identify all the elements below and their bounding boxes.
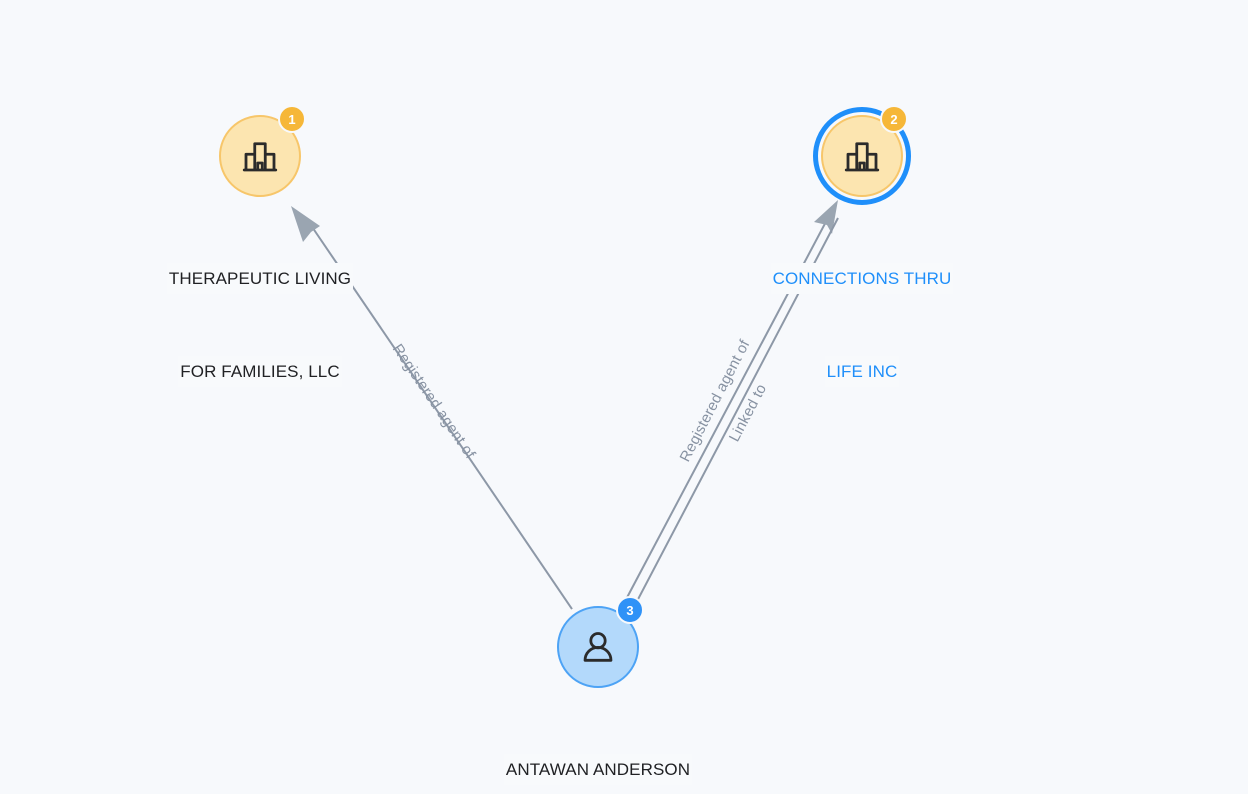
node-label-line: CONNECTIONS THRU bbox=[770, 263, 954, 294]
node-label-line: ANTAWAN ANDERSON bbox=[503, 754, 693, 785]
node-label: ANTAWAN ANDERSON bbox=[428, 692, 768, 794]
node-label-line: THERAPEUTIC LIVING bbox=[166, 263, 354, 294]
node-label-line: FOR FAMILIES, LLC bbox=[178, 356, 342, 387]
person-icon bbox=[583, 632, 613, 662]
edge-arrowhead bbox=[814, 200, 838, 234]
node-label: CONNECTIONS THRU LIFE INC bbox=[692, 201, 1032, 449]
building-icon bbox=[242, 142, 278, 172]
building-icon bbox=[844, 142, 880, 172]
edge-arrowhead bbox=[291, 206, 320, 242]
node-badge[interactable]: 2 bbox=[880, 105, 908, 133]
node-badge[interactable]: 1 bbox=[278, 105, 306, 133]
node-badge[interactable]: 3 bbox=[616, 596, 644, 624]
node-circle[interactable] bbox=[219, 115, 301, 197]
selection-ring bbox=[813, 107, 911, 205]
node-label: THERAPEUTIC LIVING FOR FAMILIES, LLC bbox=[90, 201, 430, 449]
node-label-line: LIFE INC bbox=[824, 356, 900, 387]
